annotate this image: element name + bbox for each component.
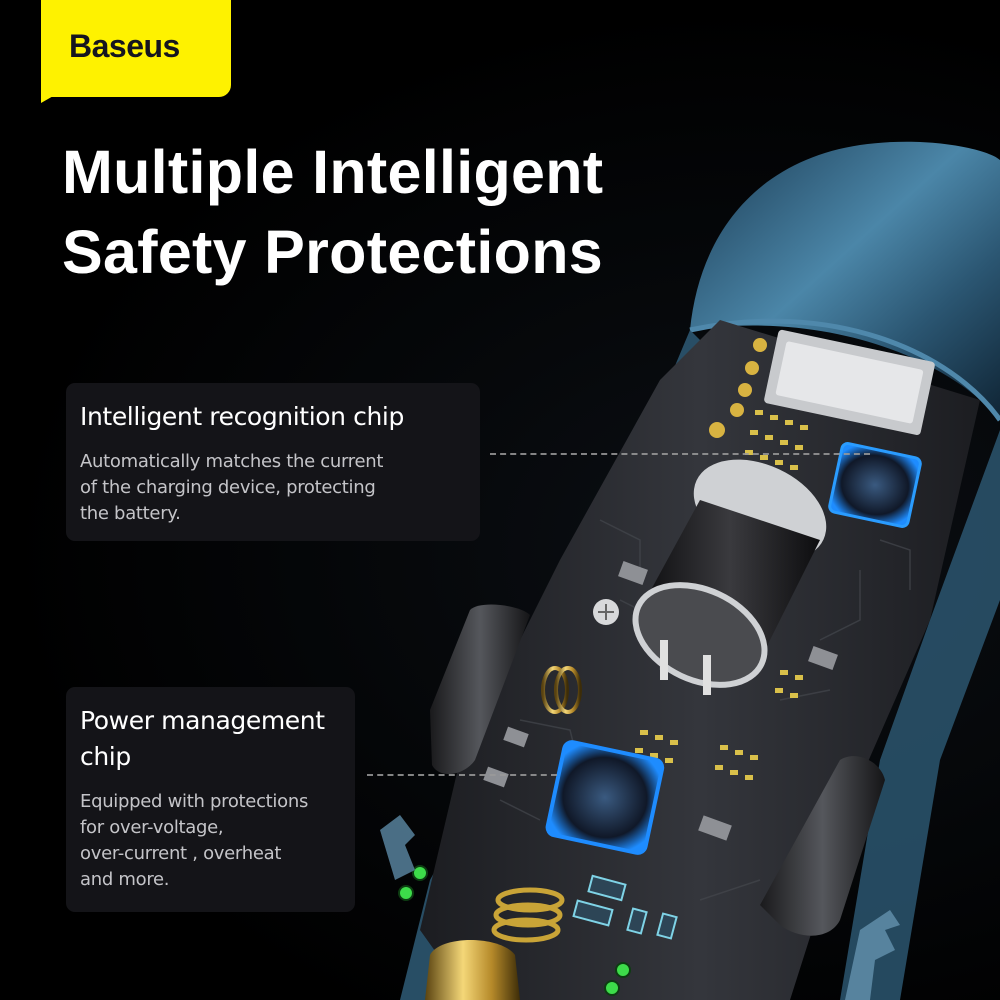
feature-card-power-management-chip: Power management chip Equipped with prot… (66, 687, 355, 912)
feature-description: Automatically matches the current of the… (80, 449, 480, 527)
callout-leader-line (367, 774, 557, 776)
feature-description: Equipped with protections for over-volta… (80, 789, 360, 893)
brand-logo: Baseus (41, 0, 231, 97)
headline: Multiple Intelligent Safety Protections (62, 132, 603, 292)
positive-tip (425, 887, 565, 1000)
feature-description-line: over-current , overheat (80, 843, 282, 864)
headline-line-1: Multiple Intelligent (62, 138, 604, 206)
brand-logo-text: Baseus (69, 28, 180, 64)
feature-description-line: of the charging device, protecting (80, 477, 376, 498)
feature-description-line: and more. (80, 869, 170, 890)
callout-leader-line (490, 453, 870, 455)
shell-cap (689, 141, 1000, 422)
feature-description-line: Automatically matches the current (80, 451, 384, 472)
feature-description-line: Equipped with protections (80, 791, 309, 812)
feature-title-line: Power management (80, 706, 325, 735)
feature-title: Intelligent recognition chip (80, 402, 404, 431)
feature-description-line: for over-voltage, (80, 817, 224, 838)
feature-description-line: the battery. (80, 503, 181, 524)
feature-title-line: chip (80, 742, 131, 771)
headline-line-2: Safety Protections (62, 218, 603, 286)
inductor (632, 459, 827, 695)
feature-card-recognition-chip: Intelligent recognition chip Automatical… (66, 383, 480, 541)
recognition-chip (828, 442, 922, 528)
feature-title: Power management chip (80, 703, 325, 775)
power-management-chip (545, 740, 665, 855)
